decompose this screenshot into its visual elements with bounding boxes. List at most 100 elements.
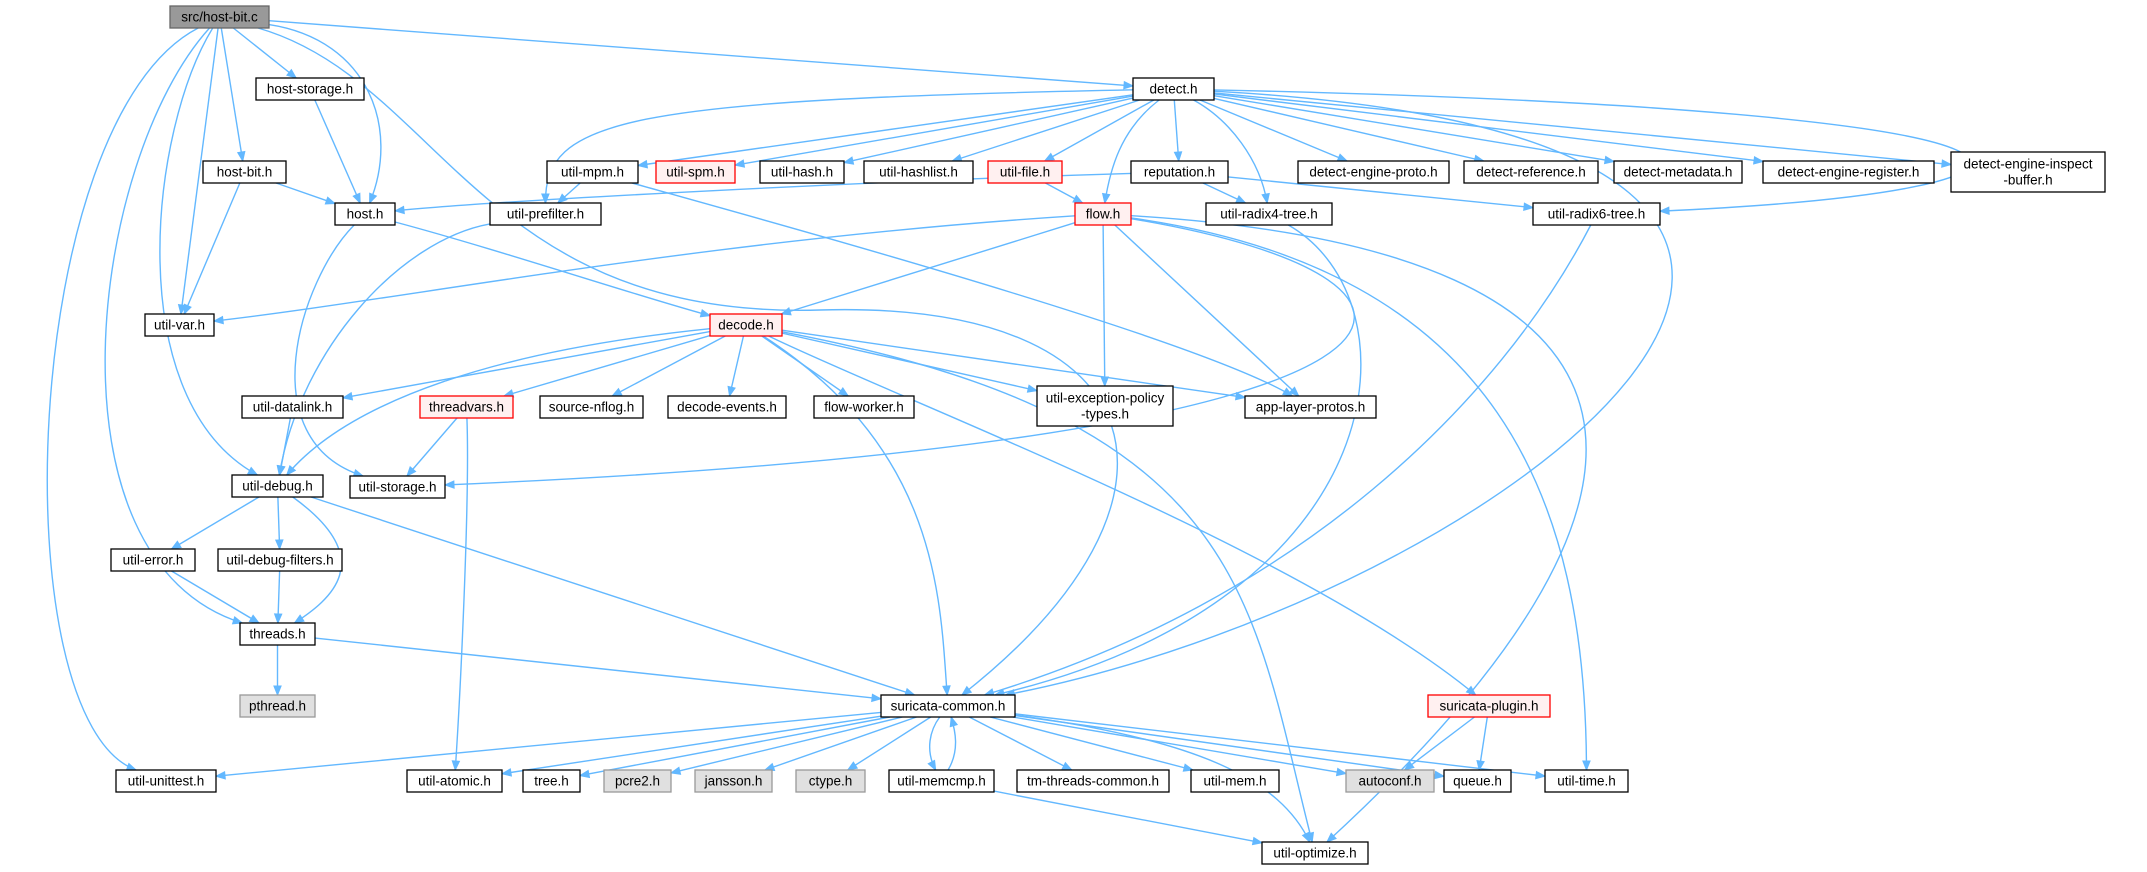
node-host-bit-c[interactable]: src/host-bit.c bbox=[169, 5, 270, 29]
node-util-error-h[interactable]: util-error.h bbox=[110, 548, 196, 572]
node-ctype-h[interactable]: ctype.h bbox=[795, 769, 866, 793]
node-box-tree-h[interactable] bbox=[522, 769, 581, 793]
node-box-host-bit-h[interactable] bbox=[202, 160, 287, 184]
node-decode-h[interactable]: decode.h bbox=[709, 313, 783, 337]
node-box-detect-engine-register-h[interactable] bbox=[1762, 160, 1935, 184]
node-box-source-nflog-h[interactable] bbox=[539, 395, 644, 419]
node-util-radix6-tree-h[interactable]: util-radix6-tree.h bbox=[1532, 202, 1661, 226]
node-util-time-h[interactable]: util-time.h bbox=[1544, 769, 1629, 793]
node-suricata-common-h[interactable]: suricata-common.h bbox=[880, 694, 1016, 718]
node-box-util-error-h[interactable] bbox=[110, 548, 196, 572]
node-box-suricata-plugin-h[interactable] bbox=[1427, 694, 1551, 718]
node-util-atomic-h[interactable]: util-atomic.h bbox=[406, 769, 503, 793]
node-util-spm-h[interactable]: util-spm.h bbox=[655, 160, 736, 184]
node-box-pthread-h[interactable] bbox=[239, 694, 316, 718]
node-decode-events-h[interactable]: decode-events.h bbox=[667, 395, 787, 419]
node-tree-h[interactable]: tree.h bbox=[522, 769, 581, 793]
node-threadvars-h[interactable]: threadvars.h bbox=[419, 395, 514, 419]
node-box-util-hash-h[interactable] bbox=[759, 160, 845, 184]
node-detect-engine-proto-h[interactable]: detect-engine-proto.h bbox=[1297, 160, 1450, 184]
node-box-util-hashlist-h[interactable] bbox=[863, 160, 974, 184]
node-box-flow-worker-h[interactable] bbox=[813, 395, 915, 419]
node-box-tm-threads-common-h[interactable] bbox=[1016, 769, 1170, 793]
node-box-host-bit-c[interactable] bbox=[169, 5, 270, 29]
node-host-storage-h[interactable]: host-storage.h bbox=[255, 77, 365, 101]
node-box-util-atomic-h[interactable] bbox=[406, 769, 503, 793]
node-box-util-debug-filters-h[interactable] bbox=[217, 548, 343, 572]
node-box-app-layer-protos-h[interactable] bbox=[1244, 395, 1377, 419]
node-flow-worker-h[interactable]: flow-worker.h bbox=[813, 395, 915, 419]
node-box-util-var-h[interactable] bbox=[144, 313, 215, 337]
node-flow-h[interactable]: flow.h bbox=[1074, 202, 1132, 226]
node-box-util-storage-h[interactable] bbox=[349, 475, 446, 499]
node-util-hash-h[interactable]: util-hash.h bbox=[759, 160, 845, 184]
node-util-mem-h[interactable]: util-mem.h bbox=[1190, 769, 1280, 793]
node-box-util-time-h[interactable] bbox=[1544, 769, 1629, 793]
node-box-util-memcmp-h[interactable] bbox=[888, 769, 995, 793]
node-box-detect-h[interactable] bbox=[1132, 77, 1215, 101]
node-box-host-storage-h[interactable] bbox=[255, 77, 365, 101]
node-util-mpm-h[interactable]: util-mpm.h bbox=[546, 160, 639, 184]
node-tm-threads-common-h[interactable]: tm-threads-common.h bbox=[1016, 769, 1170, 793]
node-box-util-prefilter-h[interactable] bbox=[489, 202, 602, 226]
node-box-util-radix4-tree-h[interactable] bbox=[1205, 202, 1333, 226]
node-suricata-plugin-h[interactable]: suricata-plugin.h bbox=[1427, 694, 1551, 718]
node-box-detect-metadata-h[interactable] bbox=[1613, 160, 1743, 184]
node-detect-metadata-h[interactable]: detect-metadata.h bbox=[1613, 160, 1743, 184]
node-box-flow-h[interactable] bbox=[1074, 202, 1132, 226]
node-box-util-debug-h[interactable] bbox=[231, 474, 324, 498]
node-box-jansson-h[interactable] bbox=[694, 769, 773, 793]
node-box-ctype-h[interactable] bbox=[795, 769, 866, 793]
node-host-h[interactable]: host.h bbox=[334, 202, 396, 226]
node-box-util-mpm-h[interactable] bbox=[546, 160, 639, 184]
node-box-util-unittest-h[interactable] bbox=[115, 769, 217, 793]
node-detect-reference-h[interactable]: detect-reference.h bbox=[1463, 160, 1599, 184]
node-jansson-h[interactable]: jansson.h bbox=[694, 769, 773, 793]
node-util-radix4-tree-h[interactable]: util-radix4-tree.h bbox=[1205, 202, 1333, 226]
node-util-storage-h[interactable]: util-storage.h bbox=[349, 475, 446, 499]
node-box-detect-engine-proto-h[interactable] bbox=[1297, 160, 1450, 184]
node-pthread-h[interactable]: pthread.h bbox=[239, 694, 316, 718]
node-autoconf-h[interactable]: autoconf.h bbox=[1345, 769, 1435, 793]
node-box-detect-reference-h[interactable] bbox=[1463, 160, 1599, 184]
node-box-suricata-common-h[interactable] bbox=[880, 694, 1016, 718]
node-box-decode-h[interactable] bbox=[709, 313, 783, 337]
node-app-layer-protos-h[interactable]: app-layer-protos.h bbox=[1244, 395, 1377, 419]
node-box-threadvars-h[interactable] bbox=[419, 395, 514, 419]
node-box-reputation-h[interactable] bbox=[1130, 160, 1229, 184]
node-box-util-file-h[interactable] bbox=[987, 160, 1063, 184]
node-box-util-spm-h[interactable] bbox=[655, 160, 736, 184]
node-util-optimize-h[interactable]: util-optimize.h bbox=[1261, 841, 1369, 865]
node-util-debug-filters-h[interactable]: util-debug-filters.h bbox=[217, 548, 343, 572]
node-box-autoconf-h[interactable] bbox=[1345, 769, 1435, 793]
node-box-detect-engine-inspect-buffer-h[interactable] bbox=[1950, 151, 2106, 193]
node-box-util-exception-policy-types-h[interactable] bbox=[1036, 385, 1174, 427]
node-detect-h[interactable]: detect.h bbox=[1132, 77, 1215, 101]
node-util-memcmp-h[interactable]: util-memcmp.h bbox=[888, 769, 995, 793]
node-util-hashlist-h[interactable]: util-hashlist.h bbox=[863, 160, 974, 184]
node-util-prefilter-h[interactable]: util-prefilter.h bbox=[489, 202, 602, 226]
node-box-host-h[interactable] bbox=[334, 202, 396, 226]
node-box-decode-events-h[interactable] bbox=[667, 395, 787, 419]
node-threads-h[interactable]: threads.h bbox=[239, 622, 316, 646]
node-box-util-optimize-h[interactable] bbox=[1261, 841, 1369, 865]
node-host-bit-h[interactable]: host-bit.h bbox=[202, 160, 287, 184]
node-reputation-h[interactable]: reputation.h bbox=[1130, 160, 1229, 184]
node-box-util-datalink-h[interactable] bbox=[241, 395, 344, 419]
node-pcre2-h[interactable]: pcre2.h bbox=[603, 769, 672, 793]
node-util-var-h[interactable]: util-var.h bbox=[144, 313, 215, 337]
node-box-util-mem-h[interactable] bbox=[1190, 769, 1280, 793]
node-detect-engine-inspect-buffer-h[interactable]: detect-engine-inspect-buffer.h bbox=[1950, 151, 2106, 193]
node-util-exception-policy-types-h[interactable]: util-exception-policy-types.h bbox=[1036, 385, 1174, 427]
node-util-debug-h[interactable]: util-debug.h bbox=[231, 474, 324, 498]
node-detect-engine-register-h[interactable]: detect-engine-register.h bbox=[1762, 160, 1935, 184]
node-source-nflog-h[interactable]: source-nflog.h bbox=[539, 395, 644, 419]
node-util-unittest-h[interactable]: util-unittest.h bbox=[115, 769, 217, 793]
node-box-queue-h[interactable] bbox=[1443, 769, 1512, 793]
node-box-pcre2-h[interactable] bbox=[603, 769, 672, 793]
node-box-util-radix6-tree-h[interactable] bbox=[1532, 202, 1661, 226]
node-util-datalink-h[interactable]: util-datalink.h bbox=[241, 395, 344, 419]
node-util-file-h[interactable]: util-file.h bbox=[987, 160, 1063, 184]
node-queue-h[interactable]: queue.h bbox=[1443, 769, 1512, 793]
node-box-threads-h[interactable] bbox=[239, 622, 316, 646]
